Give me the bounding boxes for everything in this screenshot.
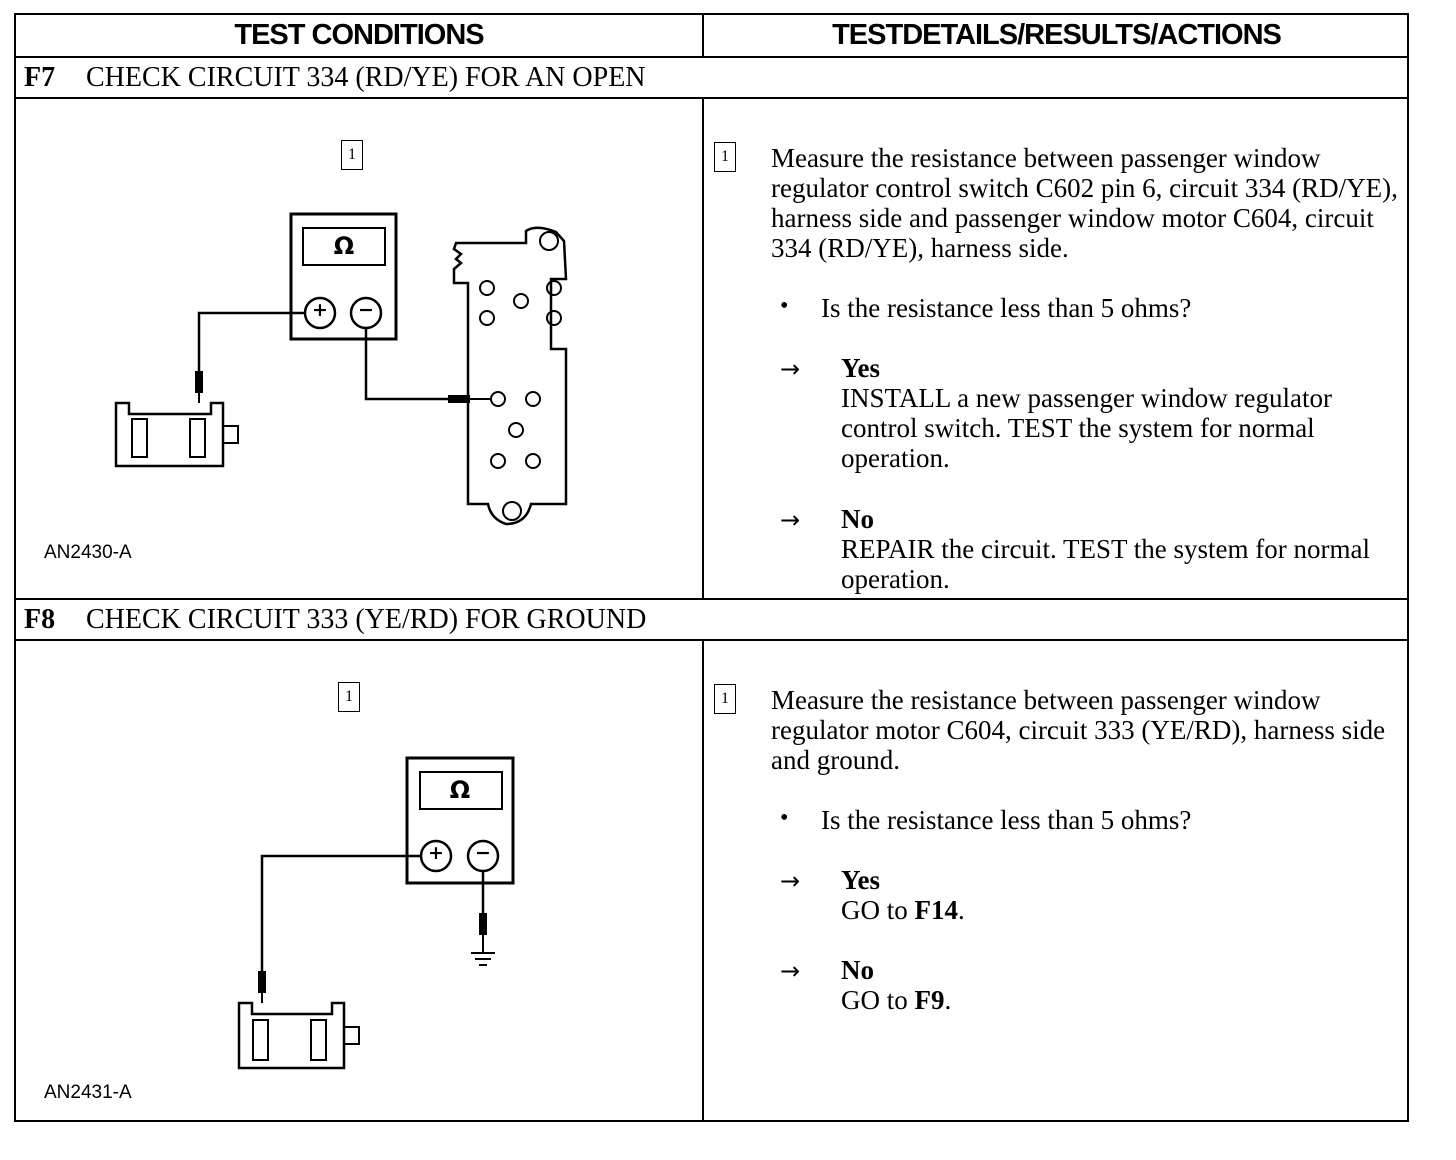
f7-yes-label: Yes xyxy=(841,353,880,383)
f7-title-rule xyxy=(16,97,1407,99)
f7-instruction: Measure the resistance between passenger… xyxy=(771,143,1398,263)
f7-column-divider xyxy=(702,99,704,598)
f8-ohmmeter-diagram xyxy=(237,756,515,1070)
f8-ohmmeter-display xyxy=(419,771,503,810)
section-f8-title-text: CHECK CIRCUIT 333 (YE/RD) FOR GROUND xyxy=(86,604,647,635)
f8-test-conditions-panel: 1 Ω + − AN2431-A xyxy=(16,641,702,1122)
section-f8-title: F8 CHECK CIRCUIT 333 (YE/RD) FOR GROUND xyxy=(24,600,646,640)
f8-column-divider xyxy=(702,641,704,1122)
f7-no-action: REPAIR the circuit. TEST the system for … xyxy=(841,534,1370,594)
f7-bullet: • xyxy=(780,293,789,319)
f8-ohmmeter-icon xyxy=(405,756,515,885)
f8-step-marker: 1 xyxy=(338,682,360,712)
f7-motor-connector-icon xyxy=(114,401,225,468)
f8-detail-step-marker: 1 xyxy=(714,684,736,714)
f7-ohmmeter-diagram xyxy=(114,212,568,526)
f8-plus-sign: + xyxy=(428,842,444,864)
section-f7-title-text: CHECK CIRCUIT 334 (RD/YE) FOR AN OPEN xyxy=(86,62,646,93)
f7-question: Is the resistance less than 5 ohms? xyxy=(821,293,1192,323)
f7-switch-connector-icon xyxy=(452,226,568,526)
f7-yes-action: INSTALL a new passenger window regulator… xyxy=(841,383,1332,473)
f7-bottom-rule xyxy=(16,598,1407,600)
f8-bullet: • xyxy=(780,805,789,831)
f7-negative-probe-icon xyxy=(448,395,470,403)
diagnostic-table: TEST CONDITIONS TESTDETAILS/RESULTS/ACTI… xyxy=(14,13,1409,1122)
f8-no-arrow-icon: → xyxy=(780,957,801,985)
f7-minus-sign: − xyxy=(358,299,374,321)
f7-step-marker: 1 xyxy=(341,140,363,170)
section-f7-id: F7 xyxy=(24,62,56,93)
section-f7-title: F7 CHECK CIRCUIT 334 (RD/YE) FOR AN OPEN xyxy=(24,58,646,98)
f8-yes-label: Yes xyxy=(841,865,880,895)
f8-no-label: No xyxy=(841,955,874,985)
section-f8-id: F8 xyxy=(24,604,56,635)
f7-ohmmeter-icon xyxy=(289,212,398,341)
f8-figure-label: AN2431-A xyxy=(44,1082,132,1103)
header-test-details: TESTDETAILS/RESULTS/ACTIONS xyxy=(832,19,1282,51)
f8-no-target: F9 xyxy=(914,985,945,1015)
f7-negative-lead xyxy=(364,328,451,401)
f8-positive-lead xyxy=(260,854,421,971)
f7-ohm-symbol: Ω xyxy=(333,232,355,260)
header-divider xyxy=(702,15,704,56)
f7-test-details-panel: 1 Measure the resistance between passeng… xyxy=(704,99,1407,598)
f7-detail-step-marker: 1 xyxy=(714,142,736,172)
f8-instruction: Measure the resistance between passenger… xyxy=(771,685,1386,775)
f8-minus-sign: − xyxy=(475,842,491,864)
f7-positive-probe-icon xyxy=(195,371,203,393)
f8-test-details-panel: 1 Measure the resistance between passeng… xyxy=(704,641,1407,1122)
f8-yes-target: F14 xyxy=(914,895,959,925)
f8-ohm-symbol: Ω xyxy=(449,776,471,804)
header-bottom-rule xyxy=(16,56,1407,58)
header-test-conditions: TEST CONDITIONS xyxy=(234,19,484,51)
f7-yes-arrow-icon: → xyxy=(780,355,801,383)
f8-positive-probe-icon xyxy=(258,971,266,993)
f7-no-arrow-icon: → xyxy=(780,506,801,534)
f7-ohmmeter-display xyxy=(302,227,386,266)
f8-title-rule xyxy=(16,639,1407,641)
f8-motor-connector-icon xyxy=(237,1001,346,1070)
f7-figure-label: AN2430-A xyxy=(44,542,132,563)
f8-no-action: GO to F9. xyxy=(841,985,952,1015)
f8-question: Is the resistance less than 5 ohms? xyxy=(821,805,1192,835)
f8-yes-arrow-icon: → xyxy=(780,867,801,895)
f7-no-label: No xyxy=(841,504,874,534)
f8-negative-probe-icon xyxy=(479,913,487,935)
f7-test-conditions-panel: 1 xyxy=(16,99,702,598)
f7-plus-sign: + xyxy=(312,299,328,321)
f8-yes-action: GO to F14. xyxy=(841,895,965,925)
f7-positive-lead xyxy=(197,311,305,389)
